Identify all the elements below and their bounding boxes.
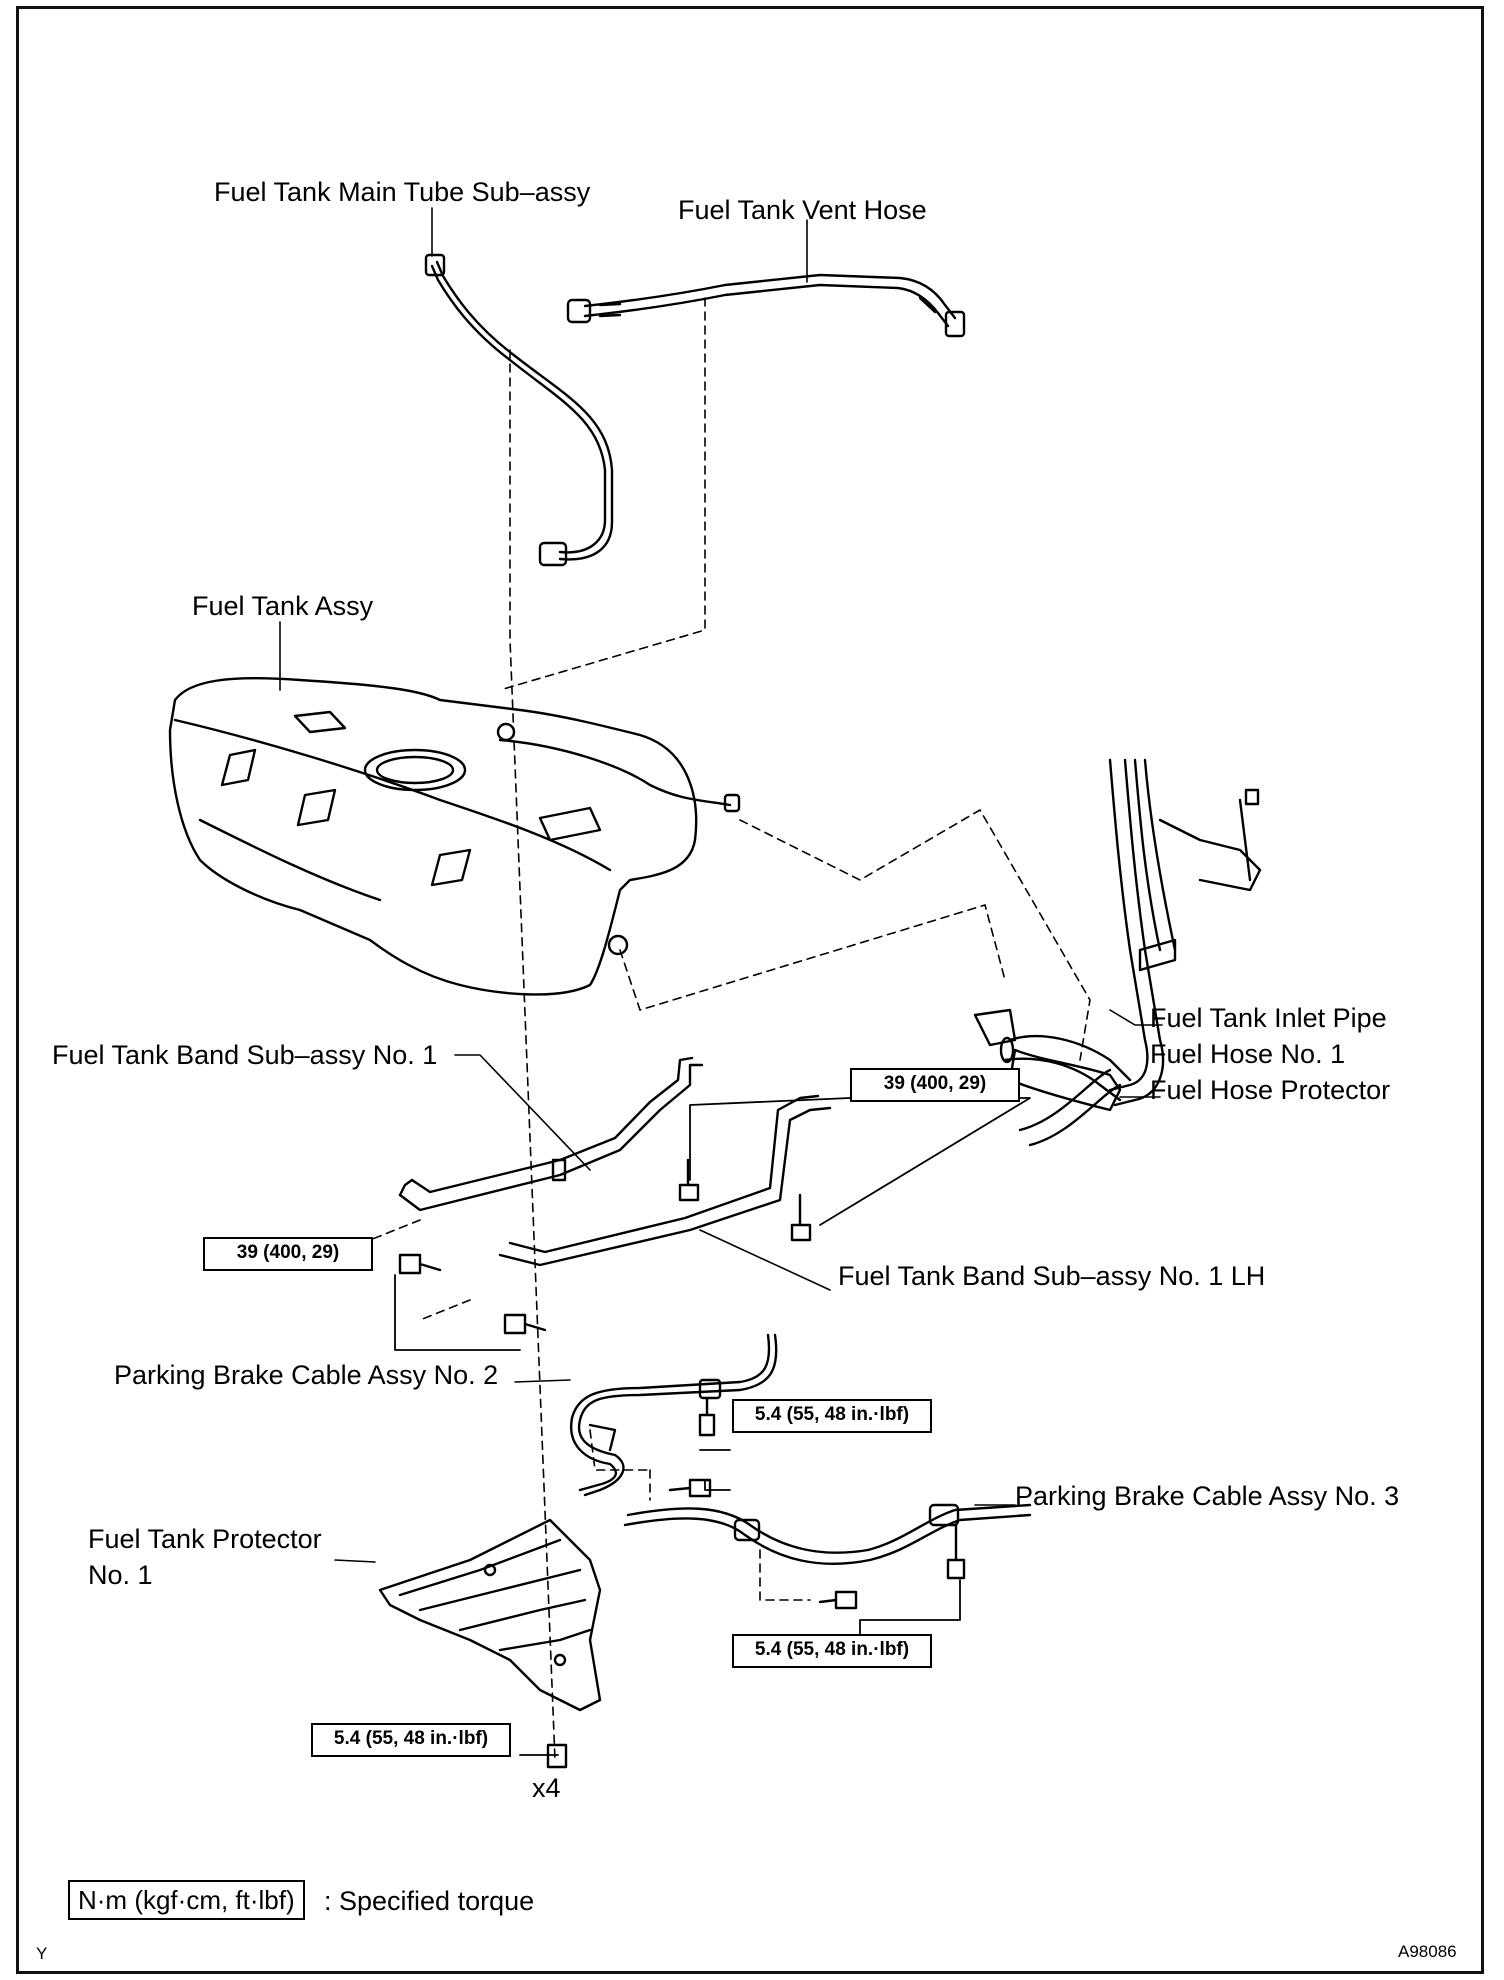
torque-box-protector: 5.4 (55, 48 in.·lbf): [311, 1723, 511, 1757]
torque-box-band-lower: 39 (400, 29): [203, 1237, 373, 1271]
label-pb-cable-no2: Parking Brake Cable Assy No. 2: [114, 1360, 499, 1390]
assembly-dash-lines: [369, 297, 1091, 1761]
label-qty-x4: x4: [532, 1773, 561, 1803]
fuel-tank-part: [168, 677, 741, 996]
inlet-pipe-part: [999, 758, 1262, 1107]
label-hose-protector: Fuel Hose Protector: [1150, 1075, 1391, 1105]
pb-cable-no3-part: [623, 1503, 1032, 1610]
protector-no1-part: [378, 1518, 602, 1769]
label-pb-cable-no3: Parking Brake Cable Assy No. 3: [1015, 1481, 1400, 1511]
label-protector-line2: No. 1: [88, 1560, 153, 1590]
torque-box-cable-no3: 5.4 (55, 48 in.·lbf): [732, 1634, 932, 1668]
label-inlet-pipe: Fuel Tank Inlet Pipe: [1150, 1003, 1387, 1033]
vent-hose-part: [566, 273, 966, 338]
torque-box-band-upper: 39 (400, 29): [850, 1068, 1020, 1102]
label-vent-hose: Fuel Tank Vent Hose: [678, 195, 927, 225]
bolt-group: [398, 1158, 812, 1335]
pb-cable-no2-part: [569, 1333, 778, 1498]
fuel-hose-protector-part: [973, 1008, 1122, 1112]
label-band-no1-lh: Fuel Tank Band Sub–assy No. 1 LH: [838, 1261, 1266, 1291]
fuel-hose-no1-part: [1018, 1068, 1122, 1147]
label-main-tube: Fuel Tank Main Tube Sub–assy: [214, 177, 591, 207]
label-leaders: [279, 207, 1163, 1563]
torque-leader-lines: [394, 1097, 1031, 1756]
legend-unit-box: N·m (kgf·cm, ft·lbf): [68, 1880, 305, 1920]
torque-box-cable-no2: 5.4 (55, 48 in.·lbf): [732, 1399, 932, 1433]
label-band-no1: Fuel Tank Band Sub–assy No. 1: [52, 1040, 438, 1070]
band-no1-lh-part: [498, 1094, 832, 1267]
corner-left-mark: Y: [36, 1944, 48, 1963]
label-protector-line1: Fuel Tank Protector: [88, 1524, 322, 1554]
main-tube-part: [424, 253, 614, 567]
diagram-frame: [16, 6, 1484, 1974]
label-tank-assy: Fuel Tank Assy: [192, 591, 374, 621]
figure-id: A98086: [1398, 1942, 1457, 1961]
legend-description: : Specified torque: [324, 1886, 535, 1916]
band-no1-part: [398, 1056, 704, 1212]
label-hose-no1: Fuel Hose No. 1: [1150, 1039, 1346, 1069]
